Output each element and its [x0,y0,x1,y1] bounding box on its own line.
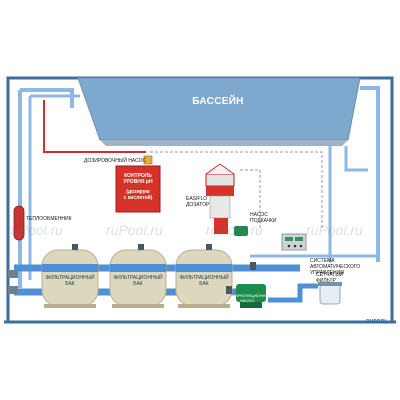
control-line-mid [240,169,261,230]
control-line2: АВТОМАТИЧЕСКОГО [310,264,361,270]
ph-line1: КОНТРОЛЬ [124,173,152,179]
filtration-tank-1 [41,249,99,308]
circ-pump-line2: НАСОС [240,298,255,303]
control-line-top [150,151,323,228]
booster-pump-line2: ПОДКАЧКИ [250,218,277,224]
tank-3-line2: БАК [199,281,209,287]
easiflo-dozer [205,163,235,234]
pool-title: БАССЕЙН [192,96,244,107]
control-line1: СИСТЕМА [310,258,335,264]
valve-left-2 [8,286,18,294]
heat-exchanger [13,205,25,241]
ph-controller-box [115,165,161,213]
ph-line2: УРОВНЯ pH [123,179,153,185]
hot-pipe [43,110,146,153]
pipe-left-top [20,88,74,108]
tank-1-line1: ФИЛЬТРАЦИОННЫЙ [45,275,95,281]
tank-valve-2 [138,244,144,250]
tank-2-line2: БАК [133,281,143,287]
dosing-pump-label: ДОЗИРОВОЧНЫЙ НАСОС [84,158,147,164]
tank-3-line1: ФИЛЬТРАЦИОННЫЙ [179,275,229,281]
pipe-right-drain [344,146,368,172]
control-system-panel [281,233,307,251]
strainer-line1: СЕТЧАТЫЙ [316,272,344,278]
watermark-3: ruPool.ru [206,222,263,238]
pool-basin [77,77,361,141]
strainer-line2: ФИЛЬТР [316,278,336,284]
booster-pump [234,226,248,236]
filtration-tank-2 [109,249,167,308]
heat-exchanger-label: ТЕПЛООБМЕННИК [26,216,72,222]
valve-bottom [226,286,232,294]
tank-1-line2: БАК [65,281,75,287]
valve-mid [250,262,256,270]
easiflo-line1: EASIFLO [186,196,208,202]
circulation-pump [236,284,266,308]
circ-pump-line1: ЦИРКУЛЯЦИОННЫЙ [232,293,272,298]
ph-line4: с кислотой) [123,195,153,201]
ph-line3: (дозирую [126,189,150,195]
strainer-filter [318,282,342,305]
watermark-1: ruPool.ru [6,222,63,238]
watermark-4: ruPool.ru [306,222,363,238]
tank-2-line1: ФИЛЬТРАЦИОННЫЙ [113,275,163,281]
pipe-right-outer [360,86,380,262]
brand-logo: RUPOOL [366,319,388,325]
watermark-2: ruPool.ru [106,222,163,238]
filtration-tank-3 [175,249,233,308]
pool-bottom-shade [100,140,348,146]
tank-valve-3 [206,244,212,250]
booster-pump-line1: НАСОС [250,212,268,218]
dosing-pump-icon [143,155,153,165]
pipe-to-strainer [268,283,318,303]
tank-valve-1 [72,244,78,250]
easiflo-line2: ДОЗАТОР [186,202,210,208]
valve-left-1 [8,270,18,278]
control-line3: УПРАВЛЕНИЯ [310,270,344,276]
